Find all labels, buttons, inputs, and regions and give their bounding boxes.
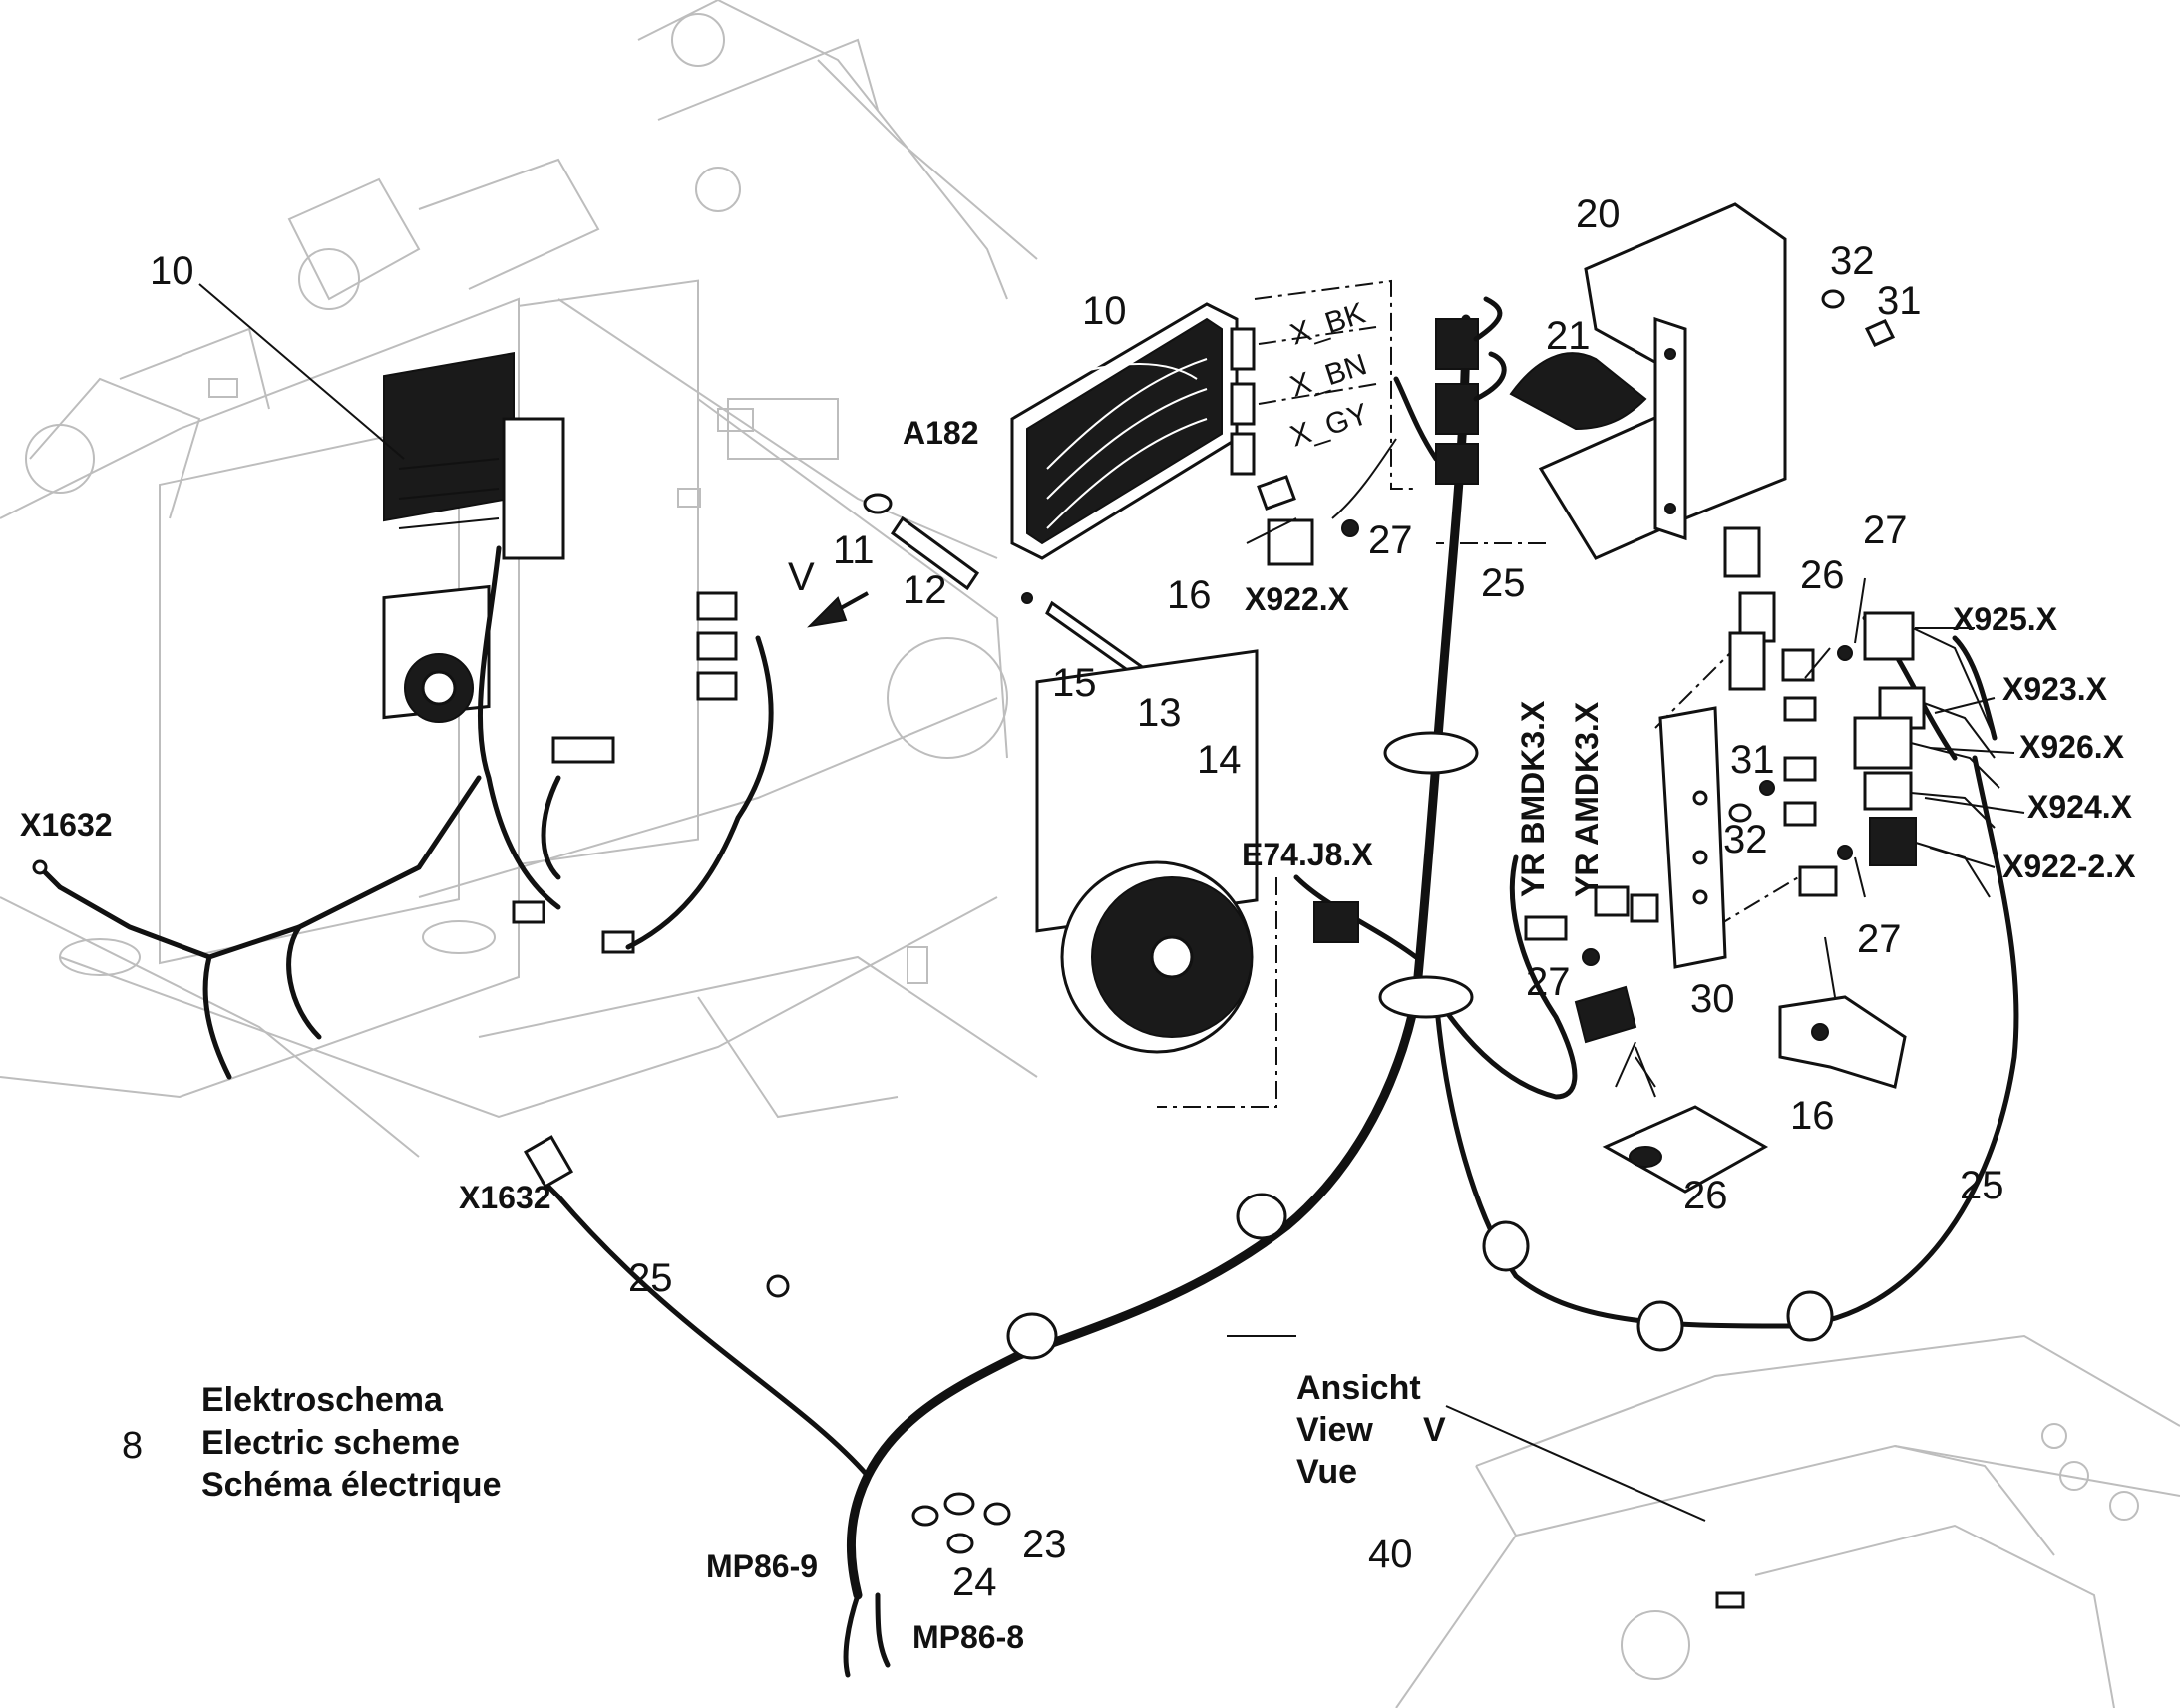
machine-frame-drawing [0,0,1038,1158]
legend-number: 8 [122,1425,143,1467]
callout-24: 24 [952,1560,997,1604]
label-x926: X926.X [2019,729,2125,765]
callout-25-right: 25 [1960,1164,2004,1207]
label-x922-2: X922-2.X [2002,849,2136,884]
label-x924: X924.X [2027,789,2133,825]
callout-26-top: 26 [1800,553,1845,597]
callout-20: 20 [1576,192,1621,236]
view-label-de: Ansicht [1296,1369,1421,1407]
callout-40: 40 [1368,1533,1413,1576]
ground-hardware-23-24 [911,1492,1011,1554]
label-mp86-9: MP86-9 [706,1548,818,1584]
legend-line-fr: Schéma électrique [201,1466,501,1504]
bracket-16-bottom [1778,995,1907,1089]
harness-clamps [1006,731,1834,1360]
callout-31-top: 31 [1877,279,1922,323]
legend: 8 Elektroschema Electric scheme Schéma é… [122,1381,501,1504]
label-e74: E74.J8.X [1242,837,1373,872]
callout-23: 23 [1022,1523,1067,1566]
washer-screw-31-32 [1821,289,1896,347]
label-x923: X923.X [2002,671,2108,707]
installed-connectors [512,591,738,954]
callout-14: 14 [1197,738,1242,782]
relay-16 [1246,438,1397,566]
harness-connectors-top [1435,296,1507,485]
callout-25-mid: 25 [1481,561,1526,605]
harness-connectors-right [1853,611,2000,898]
label-x-bk: X_BK [1286,297,1369,352]
view-v-arrow-letter: V [788,555,815,599]
callout-31-mid: 31 [1730,738,1775,782]
view-label-fr: Vue [1296,1453,1357,1491]
callout-21: 21 [1546,314,1591,358]
label-yr-amdk3: YR AMDK3.X [1569,701,1605,897]
view-label-letter: V [1423,1411,1446,1449]
callout-30: 30 [1690,977,1735,1021]
callout-16-top: 16 [1167,573,1212,617]
legend-line-de: Elektroschema [201,1381,444,1419]
label-x925: X925.X [1953,601,2058,637]
view-label: Ansicht View V Vue [1296,1369,1446,1491]
callout-labels: 10 10 11 12 13 14 15 16 16 20 21 23 24 2… [150,192,2004,1604]
callout-27-top: 27 [1863,509,1908,552]
harness-25 [523,314,2019,1678]
label-yr-bmdk3: YR BMDK3.X [1515,700,1551,897]
cover-20 [1538,202,1787,560]
callout-13: 13 [1137,691,1182,735]
callout-27-ecu: 27 [1368,518,1413,562]
label-x-gy: X_GY [1286,398,1372,454]
callout-12: 12 [903,568,947,612]
callout-27-mid: 27 [1526,960,1571,1004]
plate-30 [1658,706,1727,969]
callout-27-right: 27 [1857,917,1902,961]
callout-16-bottom: 16 [1790,1094,1835,1138]
label-x1632-bottom: X1632 [459,1180,551,1215]
callout-10-frame: 10 [150,249,194,293]
label-x-bn: X_BN [1286,348,1371,404]
installed-ecu [383,352,565,560]
label-x1632-left: X1632 [20,807,113,843]
installed-wiring [32,545,774,1080]
installed-fan [382,584,491,723]
view-v-detail-drawing [1395,1334,2180,1708]
callout-10-ecu: 10 [1082,289,1127,333]
ecu-a182 [1010,302,1256,604]
label-x922: X922.X [1245,581,1350,617]
callout-15: 15 [1052,661,1097,705]
callout-32-mid: 32 [1723,818,1768,861]
fan-e74 [1035,649,1359,1054]
legend-line-en: Electric scheme [201,1424,460,1462]
callout-11: 11 [833,528,875,572]
label-a182: A182 [903,415,979,451]
bracket-21 [1509,352,1647,431]
view-v-arrow [807,591,869,628]
label-mp86-8: MP86-8 [912,1619,1024,1655]
relay-brackets [1524,885,1769,1194]
dashed-leaders [1157,279,1816,1108]
callout-32-top: 32 [1830,239,1875,283]
view-label-en: View [1296,1411,1373,1449]
callout-25-left: 25 [628,1256,673,1300]
leader-lines [198,283,2025,1522]
callout-26-bottom: 26 [1683,1174,1728,1217]
